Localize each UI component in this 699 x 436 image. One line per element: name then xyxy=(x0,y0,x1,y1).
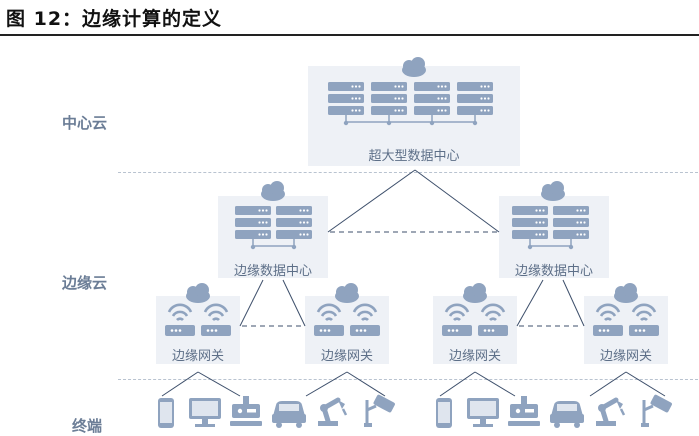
tier-divider-bottom xyxy=(118,379,698,380)
camera-icon xyxy=(639,392,675,429)
gateway-3-icons xyxy=(440,283,510,338)
label-edge-dc-right: 边缘数据中心 xyxy=(514,264,593,279)
sensor-icon xyxy=(508,396,540,426)
title-rule xyxy=(0,34,699,36)
cloud-icon xyxy=(186,283,210,303)
wifi-router-icon xyxy=(440,303,474,338)
label-gateway-3: 边缘网关 xyxy=(448,349,501,364)
wifi-router-icon xyxy=(199,303,233,338)
figure-title: 图 12：边缘计算的定义 xyxy=(6,8,223,30)
connection-lines xyxy=(161,169,666,397)
label-edge-dc-left: 边缘数据中心 xyxy=(233,264,312,279)
label-gateway-2: 边缘网关 xyxy=(320,349,373,364)
sensor-icon xyxy=(230,396,262,426)
gateway-1-icons xyxy=(163,283,233,338)
phone-icon xyxy=(436,398,452,428)
server-rack-icon xyxy=(235,206,312,249)
cloud-icon xyxy=(402,57,426,77)
wifi-router-icon xyxy=(348,303,382,338)
label-gateway-1: 边缘网关 xyxy=(171,349,224,364)
cloud-icon xyxy=(335,283,359,303)
phone-icon xyxy=(158,398,174,428)
gateway-4-icons xyxy=(591,283,661,338)
robot-arm-icon xyxy=(318,400,346,426)
car-icon xyxy=(550,401,584,428)
tier-label-terminal: 终端 xyxy=(72,417,103,435)
wifi-router-icon xyxy=(627,303,661,338)
cloud-icon xyxy=(614,283,638,303)
server-rack-icon xyxy=(512,206,589,249)
tier-label-center-cloud: 中心云 xyxy=(62,114,108,132)
peer-dashed-lines xyxy=(242,231,582,327)
tier-label-edge-cloud: 边缘云 xyxy=(62,274,108,292)
gateway-2-icons xyxy=(312,283,382,338)
server-rack-icon xyxy=(328,82,493,125)
monitor-icon xyxy=(189,398,221,427)
label-datacenter: 超大型数据中心 xyxy=(368,149,460,164)
label-gateway-4: 边缘网关 xyxy=(599,349,652,364)
camera-icon xyxy=(362,392,398,429)
robot-arm-icon xyxy=(596,400,624,426)
cloud-icon xyxy=(261,181,285,201)
tier-divider-top xyxy=(118,172,698,173)
wifi-router-icon xyxy=(476,303,510,338)
monitor-icon xyxy=(467,398,499,427)
wifi-router-icon xyxy=(591,303,625,338)
car-icon xyxy=(272,401,306,428)
wifi-router-icon xyxy=(312,303,346,338)
cloud-icon xyxy=(463,283,487,303)
cloud-icon xyxy=(541,181,565,201)
wifi-router-icon xyxy=(163,303,197,338)
